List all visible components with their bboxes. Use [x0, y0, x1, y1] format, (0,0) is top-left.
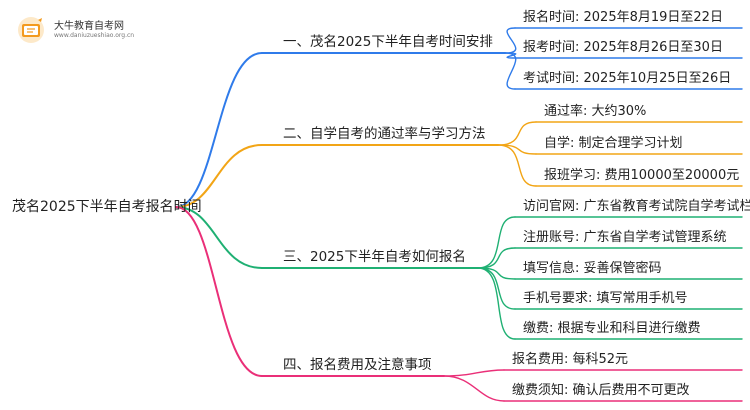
leaf-node: 填写信息: 妥善保管密码 [523, 261, 662, 276]
leaf-node: 考试时间: 2025年10月25日至26日 [523, 71, 732, 86]
branch-pass-rate: 二、自学自考的通过率与学习方法 [283, 126, 486, 142]
connector-line [175, 144, 263, 208]
connector-line [175, 206, 263, 269]
connector-line [504, 52, 517, 90]
connector-line [477, 216, 516, 269]
connector-line [175, 206, 263, 377]
connector-line [497, 144, 537, 155]
connector-line [443, 375, 505, 402]
connector-line [477, 247, 516, 269]
connector-line [477, 267, 516, 310]
branch-how-to-register: 三、2025下半年自考如何报名 [283, 249, 466, 265]
leaf-node: 缴费: 根据专业和科目进行缴费 [523, 321, 701, 336]
book-icon [18, 17, 44, 43]
connector-line [443, 369, 505, 377]
leaf-node: 报名时间: 2025年8月19日至22日 [523, 10, 723, 25]
site-logo: 大牛教育自考网 www.daniuzueshiao.org.cn [14, 13, 154, 47]
leaf-node: 缴费须知: 确认后费用不可更改 [512, 383, 690, 398]
branch-schedule: 一、茂名2025下半年自考时间安排 [283, 34, 493, 50]
leaf-node: 访问官网: 广东省教育考试院自学考试栏目 [523, 199, 750, 214]
logo-url: www.daniuzueshiao.org.cn [54, 32, 135, 39]
leaf-node: 自学: 制定合理学习计划 [544, 136, 683, 151]
connector-line [497, 144, 537, 187]
leaf-node: 报考时间: 2025年8月26日至30日 [523, 40, 723, 55]
leaf-node: 报名费用: 每科52元 [512, 352, 629, 367]
connector-line [504, 52, 517, 59]
leaf-node: 注册账号: 广东省自学考试管理系统 [523, 230, 727, 245]
leaf-node: 通过率: 大约30% [544, 104, 647, 119]
connector-line [175, 52, 263, 208]
leaf-node: 报班学习: 费用10000至20000元 [544, 168, 740, 183]
leaf-node: 手机号要求: 填写常用手机号 [523, 291, 688, 306]
logo-title: 大牛教育自考网 [54, 21, 124, 32]
connector-line [477, 267, 516, 340]
root-node: 茂名2025下半年自考报名时间 [12, 199, 202, 215]
connector-line [504, 27, 517, 54]
connector-line [497, 121, 537, 146]
branch-fees: 四、报名费用及注意事项 [283, 357, 432, 373]
